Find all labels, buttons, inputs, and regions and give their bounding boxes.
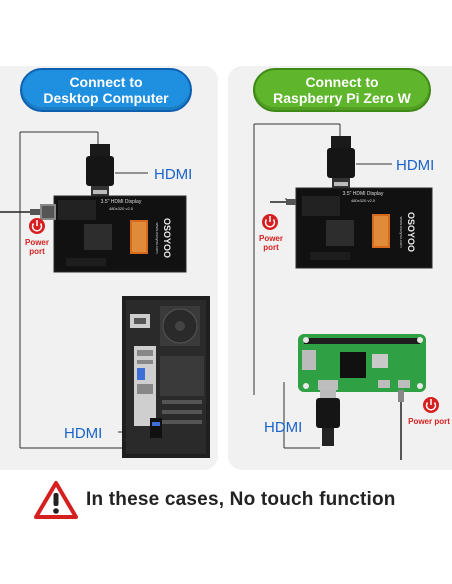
- right-power-port-label: Power port: [258, 234, 283, 252]
- left-board-title: 3.5" HDMI Display: [101, 199, 142, 205]
- right-display-board: 3.5" HDMI Display 480x320 v2.0 OSOYOO ww…: [295, 187, 433, 269]
- right-power-cable-top: [270, 199, 296, 205]
- right-hdmi-cable-icon: [327, 136, 355, 188]
- left-board-res: 480x320 v2.0: [109, 206, 134, 211]
- connect-desktop-title-text: Connect to Desktop Computer: [43, 74, 169, 106]
- pc-tower-icon: [122, 296, 210, 458]
- left-power-cable: [0, 209, 40, 215]
- left-hdmi-cable-icon: [86, 144, 114, 196]
- right-hdmi-bottom-label: HDMI: [264, 419, 303, 436]
- right-power-icon-top: [262, 214, 278, 230]
- connect-pi-title: Connect to Raspberry Pi Zero W: [253, 68, 431, 112]
- right-power-icon-bottom: [423, 397, 439, 413]
- right-hdmi-cable-bottom-icon: [316, 390, 340, 446]
- warning-triangle-icon: [34, 481, 78, 519]
- left-hdmi-top-label: HDMI: [154, 166, 193, 183]
- left-hdmi-bottom-label: HDMI: [64, 425, 103, 442]
- right-hdmi-top-label: HDMI: [396, 157, 435, 174]
- no-touch-warning: In these cases, No touch function: [34, 480, 424, 520]
- right-board-res: 480x320 v2.0: [351, 198, 376, 203]
- connect-pi-title-text: Connect to Raspberry Pi Zero W: [273, 74, 411, 106]
- right-power-cable-bottom: [398, 390, 404, 460]
- right-board-brand: OSOYOO: [406, 212, 416, 252]
- right-board-title: 3.5" HDMI Display: [343, 191, 384, 197]
- connect-desktop-title: Connect to Desktop Computer: [20, 68, 192, 112]
- left-display-board: 3.5" HDMI Display 480x320 v2.0 OSOYOO ww…: [40, 195, 187, 273]
- left-power-port-label: Power port: [24, 238, 49, 256]
- warning-text: In these cases, No touch function: [86, 489, 396, 510]
- left-power-icon: [29, 218, 45, 234]
- left-board-sub: www.osoyoo.com: [155, 222, 160, 254]
- raspberry-pi-zero-icon: [298, 334, 426, 392]
- right-power-port-bottom-label: Power port: [408, 417, 450, 426]
- right-board-sub: www.osoyoo.com: [399, 216, 404, 248]
- right-leader-lines: [253, 123, 392, 449]
- left-board-brand: OSOYOO: [162, 218, 172, 258]
